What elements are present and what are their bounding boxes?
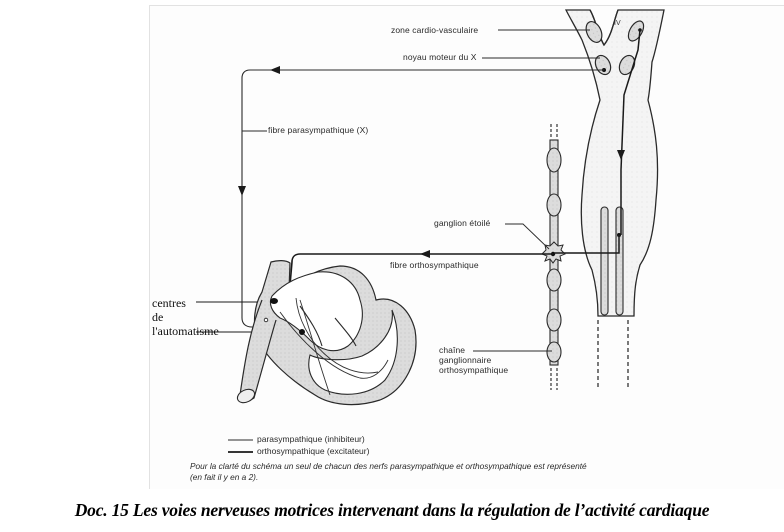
preganglionic-ortho-fibre bbox=[554, 235, 620, 254]
sinoatrial-node bbox=[270, 298, 278, 304]
noyau-moteur-x-nucleus-right bbox=[618, 54, 636, 76]
heart bbox=[236, 260, 417, 406]
label-chaine-ganglionnaire: chaîne ganglionnaire orthosympathique bbox=[439, 345, 508, 375]
label-ganglion-etoile: ganglion étoilé bbox=[434, 218, 491, 228]
zone-cardio-vasculaire-nucleus bbox=[585, 21, 603, 43]
label-fibre-orthosympathique: fibre orthosympathique bbox=[390, 260, 479, 270]
spinal-grey-column bbox=[615, 206, 624, 316]
legend-para-label: parasympathique (inhibiteur) bbox=[257, 434, 365, 444]
label-centres-line3: l'automatisme bbox=[152, 324, 219, 338]
document-caption: Doc. 15 Les voies nerveuses motrices int… bbox=[74, 500, 710, 520]
chaine-ganglionnaire bbox=[541, 124, 566, 390]
label-centres-line2: de bbox=[152, 310, 164, 324]
label-zone-cardio-vasculaire: zone cardio-vasculaire bbox=[391, 25, 479, 35]
label-chaine-line2: ganglionnaire bbox=[439, 355, 492, 365]
arrow-head bbox=[238, 186, 246, 196]
figure-note-line2: (en fait il y en a 2). bbox=[190, 472, 259, 482]
label-noyau-moteur: noyau moteur du X bbox=[403, 52, 477, 62]
leader-line bbox=[505, 223, 550, 250]
label-chaine-line1: chaîne bbox=[439, 345, 466, 355]
label-centres-line1: centres bbox=[152, 296, 186, 310]
figure-note-line1: Pour la clarté du schéma un seul de chac… bbox=[190, 461, 587, 471]
spinal-grey-column bbox=[600, 206, 609, 316]
atrioventricular-node bbox=[299, 329, 305, 335]
nervous-pathways-diagram: IV bbox=[196, 9, 665, 453]
label-centres-automatisme: centres de l'automatisme bbox=[152, 296, 219, 338]
figure-note: Pour la clarté du schéma un seul de chac… bbox=[190, 461, 587, 483]
ventricle-iv-label: IV bbox=[614, 20, 621, 27]
fibre-parasympathique bbox=[241, 69, 604, 328]
descending-tract bbox=[620, 29, 641, 235]
arrow-head bbox=[420, 250, 430, 258]
arrow-head bbox=[617, 150, 625, 160]
label-fibre-parasympathique: fibre parasympathique (X) bbox=[268, 125, 369, 135]
figure-frame bbox=[149, 5, 784, 489]
brainstem-spinal-cord bbox=[564, 9, 665, 317]
legend-ortho-label: orthosympathique (excitateur) bbox=[257, 446, 370, 456]
arrow-head bbox=[270, 66, 280, 74]
label-chaine-line3: orthosympathique bbox=[439, 365, 509, 375]
